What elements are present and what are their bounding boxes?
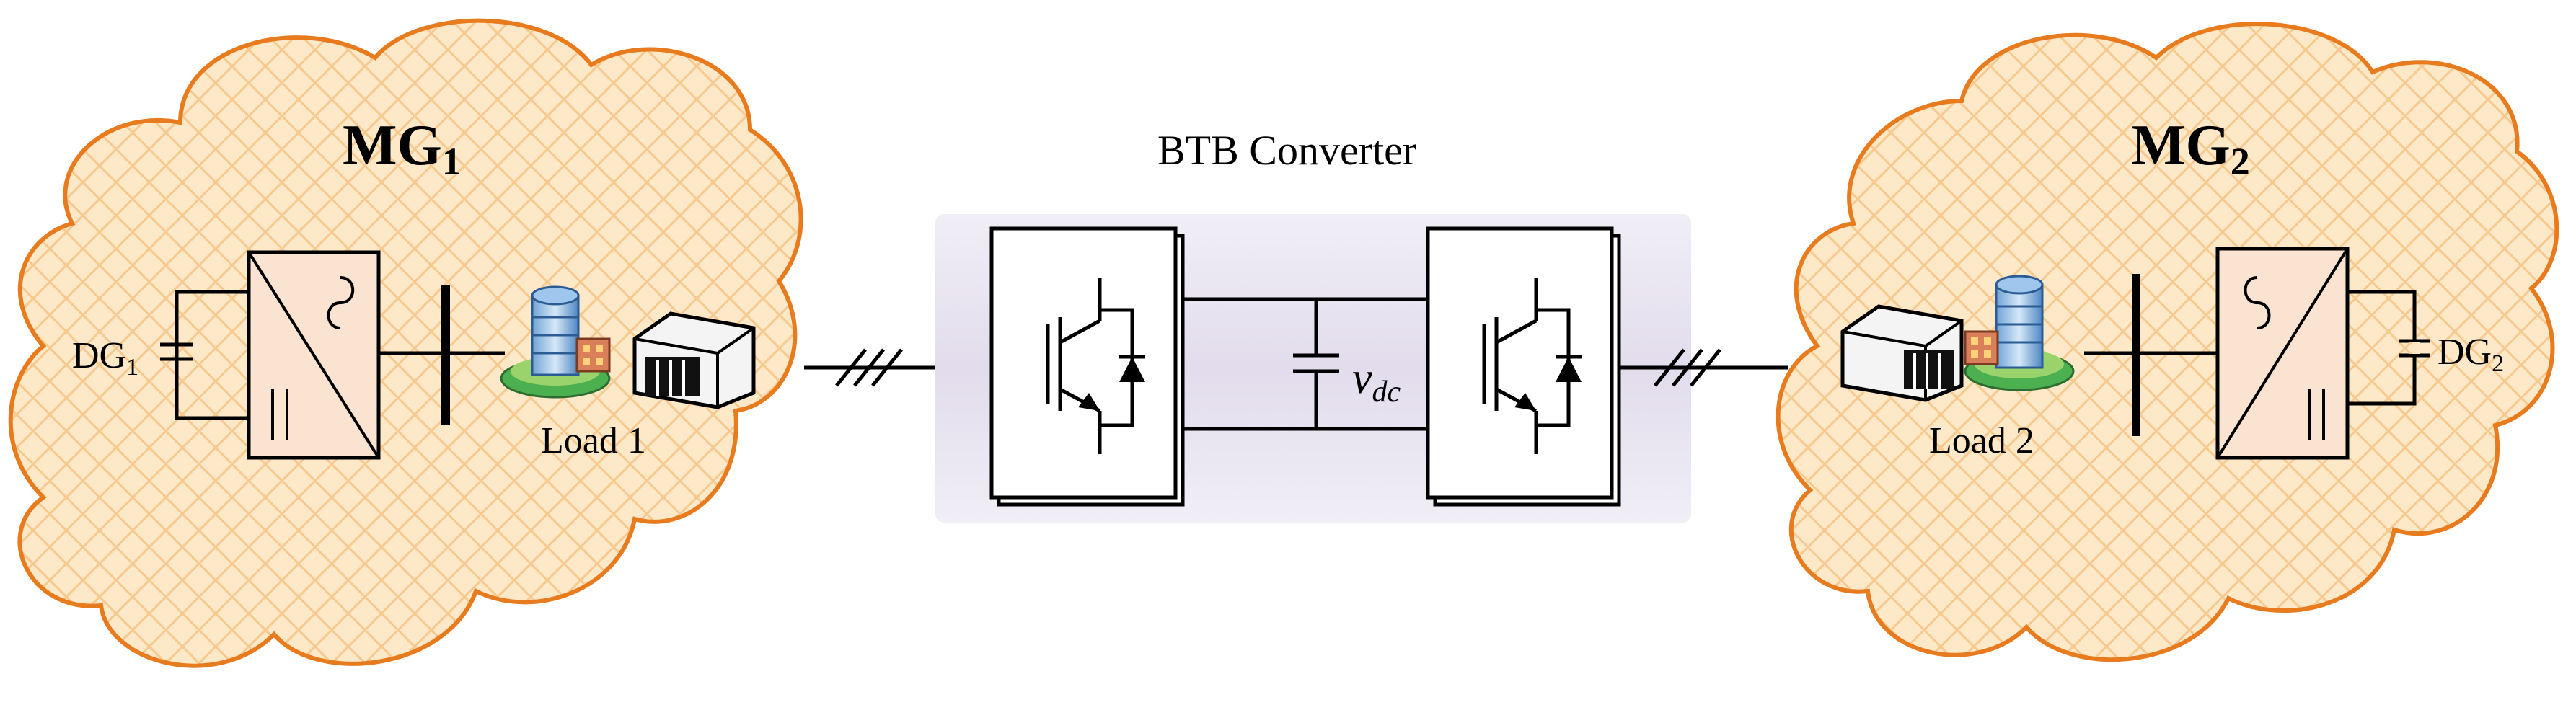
converter-right (1426, 226, 1621, 507)
microgrid-2-title: MG2 (2131, 114, 2250, 183)
microgrid-1-title: MG1 (343, 114, 462, 183)
btb-converter-title: BTB Converter (1157, 127, 1416, 174)
dg2-label: DG2 (2438, 332, 2504, 377)
load-1-building-icon (500, 285, 611, 399)
inverter-1 (247, 250, 381, 460)
converter-left (989, 226, 1185, 507)
dg1-source (160, 290, 249, 420)
dc-voltage-label: vdc (1352, 354, 1401, 409)
ac-wave-icon (2244, 276, 2271, 329)
load-2-building-icon (1964, 275, 2075, 391)
inverter-2 (2215, 247, 2350, 460)
load-2-label: Load 2 (1929, 420, 2034, 461)
load-1-industrial-icon (632, 311, 756, 409)
ac-wave-icon (327, 276, 355, 329)
feeder-2 (1619, 348, 1788, 387)
load-1-label: Load 1 (541, 420, 646, 461)
microgrid-1: MG1 DG1 (8, 18, 803, 668)
microgrid-2: MG2 Load 2 (1776, 22, 2559, 662)
microgrid-2-cloud (1776, 22, 2559, 662)
dc-link (1183, 297, 1435, 431)
microgrid-1-cloud (8, 18, 803, 668)
btb-converter: BTB Converter (935, 127, 1691, 523)
dg1-label: DG1 (72, 335, 138, 381)
load-2-industrial-icon (1840, 304, 1964, 402)
